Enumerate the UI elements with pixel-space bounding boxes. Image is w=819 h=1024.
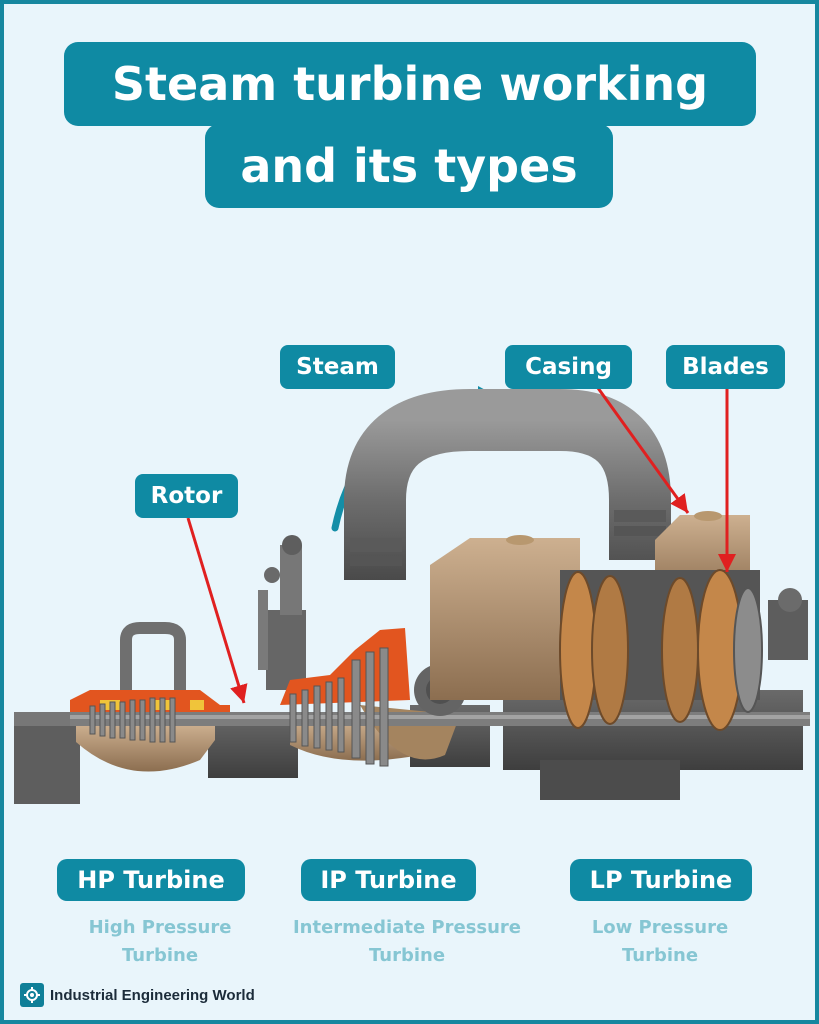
casing-label: Casing [505, 345, 632, 389]
hp-loop-pipe [120, 622, 186, 700]
rotor-label: Rotor [135, 474, 238, 518]
ip-desc-line1: Intermediate Pressure [292, 917, 522, 938]
lp-turbine-description: Low Pressure Turbine [560, 914, 760, 970]
title-line-1: Steam turbine working [64, 42, 756, 126]
rotor-pointer [186, 517, 248, 704]
title-line-2: and its types [205, 124, 613, 208]
lp-blade-discs [559, 569, 763, 731]
control-valve [258, 535, 306, 690]
brand-footer: Industrial Engineering World [20, 982, 255, 1008]
generator-coupling [768, 588, 808, 660]
lp-desc-line1: Low Pressure [591, 917, 729, 938]
gear-logo-icon [20, 983, 44, 1007]
hp-desc-line1: High Pressure [88, 917, 232, 938]
brand-name: Industrial Engineering World [50, 986, 255, 1004]
hp-desc-line2: Turbine [121, 945, 199, 966]
ip-turbine-description: Intermediate Pressure Turbine [272, 914, 542, 970]
lp-turbine-label: LP Turbine [570, 859, 752, 901]
ip-turbine-label: IP Turbine [301, 859, 476, 901]
hp-turbine-description: High Pressure Turbine [60, 914, 260, 970]
lp-desc-line2: Turbine [621, 945, 699, 966]
steam-label: Steam [280, 345, 395, 389]
crossover-pipe [344, 389, 671, 580]
ip-desc-line2: Turbine [368, 945, 446, 966]
hp-ip-blade-stages [89, 647, 389, 767]
casing-pointer [596, 387, 690, 514]
hp-turbine-label: HP Turbine [57, 859, 245, 901]
blades-label: Blades [666, 345, 785, 389]
